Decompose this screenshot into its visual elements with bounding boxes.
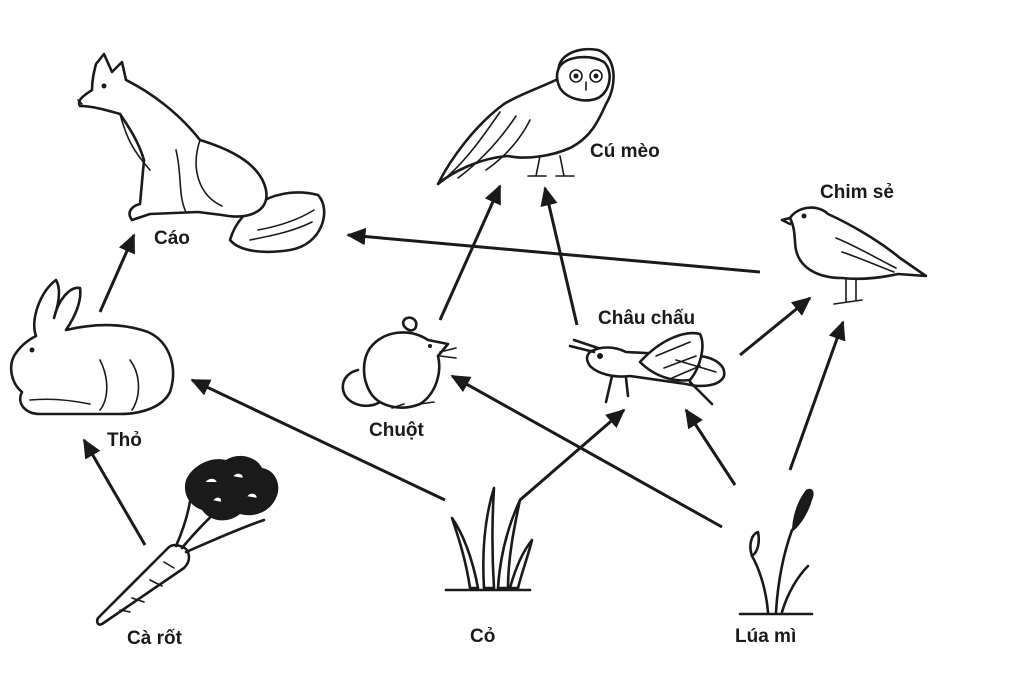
label-sparrow: Chim sẻ <box>820 182 894 203</box>
arrow-grasshopper-to-sparrow <box>739 296 812 357</box>
arrow-rabbit-to-fox <box>98 233 136 313</box>
arrow-sparrow-to-fox <box>346 227 761 274</box>
grass-icon <box>444 486 534 592</box>
label-mouse: Chuột <box>369 420 424 441</box>
arrow-grass-to-rabbit <box>190 378 446 502</box>
label-grasshopper: Châu chấu <box>598 308 696 329</box>
wheat-icon <box>738 488 814 616</box>
label-rabbit: Thỏ <box>107 430 142 451</box>
arrow-wheat-to-mouse <box>450 374 723 529</box>
label-carrot: Cà rốt <box>127 628 182 649</box>
label-grass: Cỏ <box>470 626 496 647</box>
arrow-wheat-to-grasshopper <box>684 408 737 486</box>
arrow-grass-to-grasshopper <box>519 408 626 502</box>
label-fox: Cáo <box>154 228 190 249</box>
carrot-icon <box>95 455 279 626</box>
owl-icon <box>436 47 615 186</box>
arrow-mouse-to-owl <box>438 184 502 321</box>
sparrow-icon <box>780 206 928 305</box>
arrow-grasshopper-to-owl <box>540 186 579 326</box>
arrows <box>82 184 846 546</box>
arrow-carrot-to-rabbit <box>82 438 147 546</box>
label-owl: Cú mèo <box>590 141 660 162</box>
fox-icon <box>77 52 326 254</box>
mouse-icon <box>341 316 457 409</box>
grasshopper-icon <box>568 331 726 406</box>
arrow-wheat-to-sparrow <box>788 320 846 471</box>
label-wheat: Lúa mì <box>735 626 797 647</box>
rabbit-icon <box>9 278 175 416</box>
